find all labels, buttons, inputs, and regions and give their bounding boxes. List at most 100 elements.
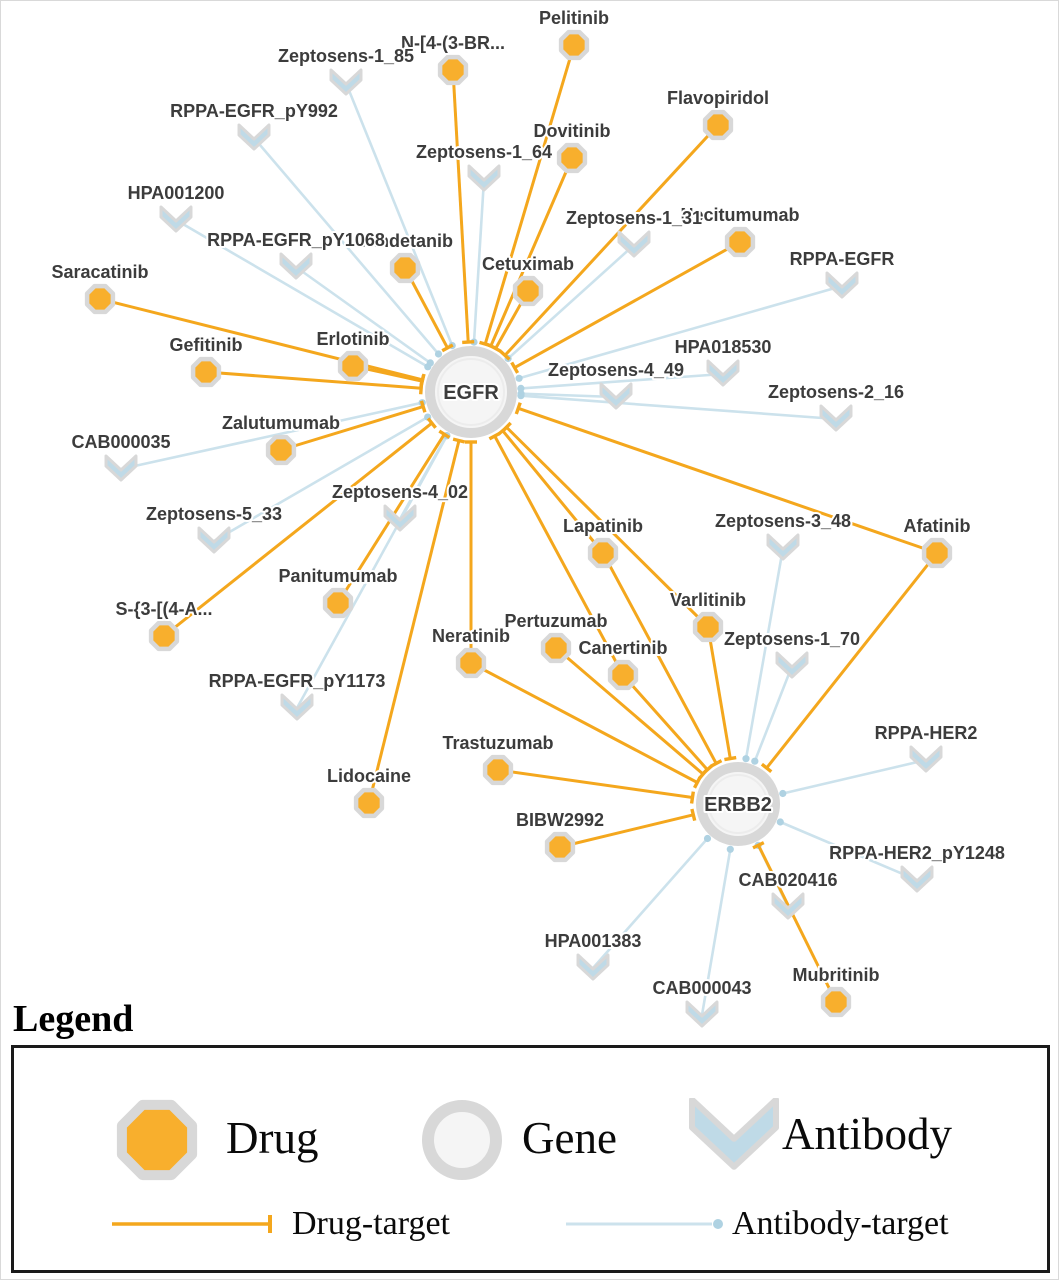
antibody-label-zeptosens-1-70: Zeptosens-1_70 — [724, 629, 860, 649]
drug-label-lidocaine: Lidocaine — [327, 766, 411, 786]
edge-drug-flavopiridol-egfr-tee — [499, 349, 511, 361]
label-layer: EGFRERBB2PelitinibN-[4-(3-BR...Flavopiri… — [49, 6, 1006, 1000]
gene-node-erbb2 — [696, 762, 780, 846]
edge-drug-zalutumumab-egfr — [280, 405, 424, 452]
drug-node-bibw2992 — [544, 831, 576, 863]
antibody-node-rppa-egfr-py1173 — [280, 693, 314, 721]
drug-octagon-pelitinib — [558, 29, 590, 61]
edge-drug-mubritinib-erbb2-tee — [752, 841, 765, 850]
edge-antibody-rppa-her2-erbb2 — [782, 758, 927, 795]
edge-drug-afatinib-egfr-tee — [514, 402, 522, 415]
drug-label-zalutumumab: Zalutumumab — [222, 413, 340, 433]
drug-octagon-lidocaine — [353, 787, 385, 819]
edge-antibody-zeptosens-5-33-egfr — [213, 415, 429, 543]
edge-antibody-zeptosens-1-31-egfr — [507, 244, 635, 360]
edge-drug-lapatinib-egfr — [501, 429, 605, 554]
antibody-node-hpa001383 — [576, 953, 610, 981]
drug-node-mubritinib — [820, 986, 852, 1018]
edge-drug-erlotinib-egfr-tee — [419, 375, 426, 388]
edge-antibody-hpa001200-egfr — [175, 218, 429, 368]
antibody-chevron-zeptosens-1-64 — [467, 164, 501, 192]
edge-drug-dovitinib-egfr — [489, 157, 574, 347]
drug-octagon-afatinib — [921, 537, 953, 569]
edge-antibody-rppa-egfr-py1173-egfr — [295, 435, 449, 709]
drug-node-pelitinib — [558, 29, 590, 61]
drug-octagon-n-4-3-br — [437, 54, 469, 86]
antibody-chevron-zeptosens-4-02 — [383, 504, 417, 532]
edge-drug-bibw2992-erbb2 — [559, 813, 694, 849]
edge-drug-varlitinib-egfr-tee — [501, 421, 512, 433]
antibody-label-cab000043: CAB000043 — [652, 978, 751, 998]
antibody-chevron-zeptosens-1-85 — [329, 68, 363, 96]
drug-label-dovitinib: Dovitinib — [534, 121, 611, 141]
edge-drug-neratinib-erbb2-tee — [692, 776, 702, 789]
legend-drug-octagon — [116, 1099, 198, 1181]
antibody-chevron-hpa001383 — [576, 953, 610, 981]
antibody-node-zeptosens-5-33 — [197, 526, 231, 554]
drug-label-canertinib: Canertinib — [578, 638, 667, 658]
edge-drug-s-3-4-a-egfr-tee — [426, 417, 437, 429]
edge-layer — [99, 44, 939, 1016]
drug-octagon-trastuzumab — [482, 754, 514, 786]
antibody-node-cab000043 — [685, 1000, 719, 1028]
legend-antibody-target-label: Antibody-target — [732, 1205, 949, 1242]
legend-antibody-chevron — [689, 1098, 779, 1170]
edge-antibody-zeptosens-3-48-erbb2-dot — [742, 755, 750, 763]
drug-label-saracatinib: Saracatinib — [51, 262, 148, 282]
antibody-node-rppa-egfr — [825, 271, 859, 299]
drug-label-n-4-3-br: N-[4-(3-BR... — [401, 33, 505, 53]
drug-label-neratinib: Neratinib — [432, 626, 510, 646]
antibody-label-rppa-her2-py1248: RPPA-HER2_pY1248 — [829, 843, 1005, 863]
antibody-chevron-zeptosens-5-33 — [197, 526, 231, 554]
antibody-node-rppa-egfr-py992 — [237, 123, 271, 151]
edge-antibody-hpa001383-erbb2 — [592, 837, 709, 969]
drug-label-varlitinib: Varlitinib — [670, 590, 746, 610]
legend-drug-target-label: Drug-target — [292, 1205, 450, 1242]
legend-box: Drug Gene Antibody Drug-target Antibody-… — [11, 1045, 1050, 1273]
edge-drug-trastuzumab-erbb2 — [497, 768, 693, 799]
drug-node-canertinib — [607, 659, 639, 691]
edge-antibody-cab000043-erbb2 — [700, 849, 732, 1016]
legend-antibody-label: Antibody — [782, 1109, 953, 1159]
gene-circle-egfr — [425, 346, 517, 438]
legend-antibody-edge-dot — [713, 1219, 723, 1229]
drug-target-edge-icon — [112, 1215, 272, 1233]
legend-drug-label: Drug — [226, 1113, 319, 1163]
drug-octagon-mubritinib — [820, 986, 852, 1018]
edge-drug-afatinib-erbb2 — [765, 552, 939, 769]
drug-node-gefitinib — [190, 356, 222, 388]
antibody-chevron-rppa-egfr — [825, 271, 859, 299]
edge-antibody-zeptosens-2-16-egfr-dot — [517, 392, 525, 400]
drug-octagon-lapatinib — [587, 537, 619, 569]
antibody-label-hpa001383: HPA001383 — [545, 931, 642, 951]
antibody-node-rppa-her2-py1248 — [900, 865, 934, 893]
edge-drug-lidocaine-egfr — [367, 440, 461, 804]
edge-antibody-zeptosens-4-49-egfr — [520, 392, 617, 399]
antibody-label-hpa018530: HPA018530 — [675, 337, 772, 357]
edge-drug-saracatinib-egfr — [99, 297, 423, 382]
drug-octagon-panitumumab — [322, 587, 354, 619]
drug-node-flavopiridol — [702, 109, 734, 141]
drug-label-lapatinib: Lapatinib — [563, 516, 643, 536]
antibody-node-hpa018530 — [706, 359, 740, 387]
drug-octagon-varlitinib — [692, 611, 724, 643]
antibody-label-zeptosens-1-85: Zeptosens-1_85 — [278, 46, 414, 66]
edge-antibody-zeptosens-2-16-egfr — [520, 394, 837, 421]
antibody-chevron-cab000035 — [104, 454, 138, 482]
antibody-node-zeptosens-1-85 — [329, 68, 363, 96]
edge-drug-lapatinib-erbb2 — [601, 552, 718, 765]
edge-antibody-rppa-egfr-py1068-egfr-dot — [426, 359, 434, 367]
antibody-label-zeptosens-4-02: Zeptosens-4_02 — [332, 482, 468, 502]
antibody-chevron-cab000043 — [685, 1000, 719, 1028]
edge-drug-canertinib-erbb2-tee — [701, 764, 714, 775]
antibody-node-cab020416 — [771, 892, 805, 920]
antibody-chevron-zeptosens-3-48 — [766, 533, 800, 561]
antibody-chevron-cab020416 — [771, 892, 805, 920]
gene-node-icon — [422, 1100, 502, 1180]
antibody-label-zeptosens-1-31: Zeptosens-1_31 — [566, 208, 702, 228]
antibody-node-icon — [689, 1098, 779, 1170]
antibody-node-zeptosens-1-31 — [617, 230, 651, 258]
edge-antibody-rppa-egfr-py992-egfr-dot — [434, 350, 443, 358]
